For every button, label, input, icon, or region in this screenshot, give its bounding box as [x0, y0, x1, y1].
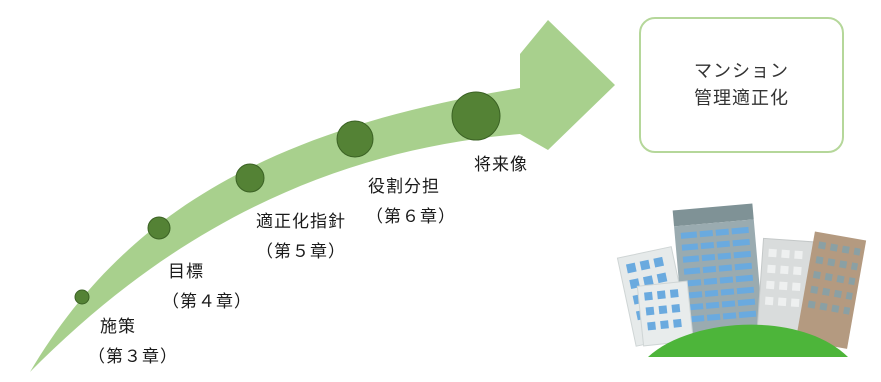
goal-title-line-2: 管理適正化	[694, 88, 789, 109]
milestone-chapter-2: （第４章）	[162, 292, 252, 312]
milestone-dot-1	[74, 289, 90, 305]
milestone-chapter-1: （第３章）	[88, 347, 178, 367]
milestone-label-4: 役割分担	[368, 177, 440, 197]
milestone-dot-4	[336, 120, 374, 158]
milestone-label-5: 将来像	[474, 155, 528, 175]
milestone-label-3: 適正化指針	[256, 212, 346, 232]
apartment-buildings-illustration	[616, 203, 867, 357]
milestone-chapter-3: （第５章）	[256, 242, 346, 262]
green-hill	[648, 324, 848, 357]
building-brown	[795, 231, 867, 349]
milestone-label-2: 目標	[168, 262, 204, 282]
milestone-dot-2	[147, 216, 171, 240]
building-front-left	[636, 280, 694, 347]
building-right-grey	[756, 237, 814, 343]
goal-box: マンション 管理適正化	[639, 17, 844, 153]
building-tower	[672, 203, 765, 346]
milestone-dot-5	[451, 91, 501, 141]
milestone-chapter-4: （第６章）	[366, 207, 456, 227]
milestone-dot-3	[235, 163, 265, 193]
goal-title-line-1: マンション	[694, 61, 789, 82]
milestone-label-1: 施策	[100, 317, 136, 337]
